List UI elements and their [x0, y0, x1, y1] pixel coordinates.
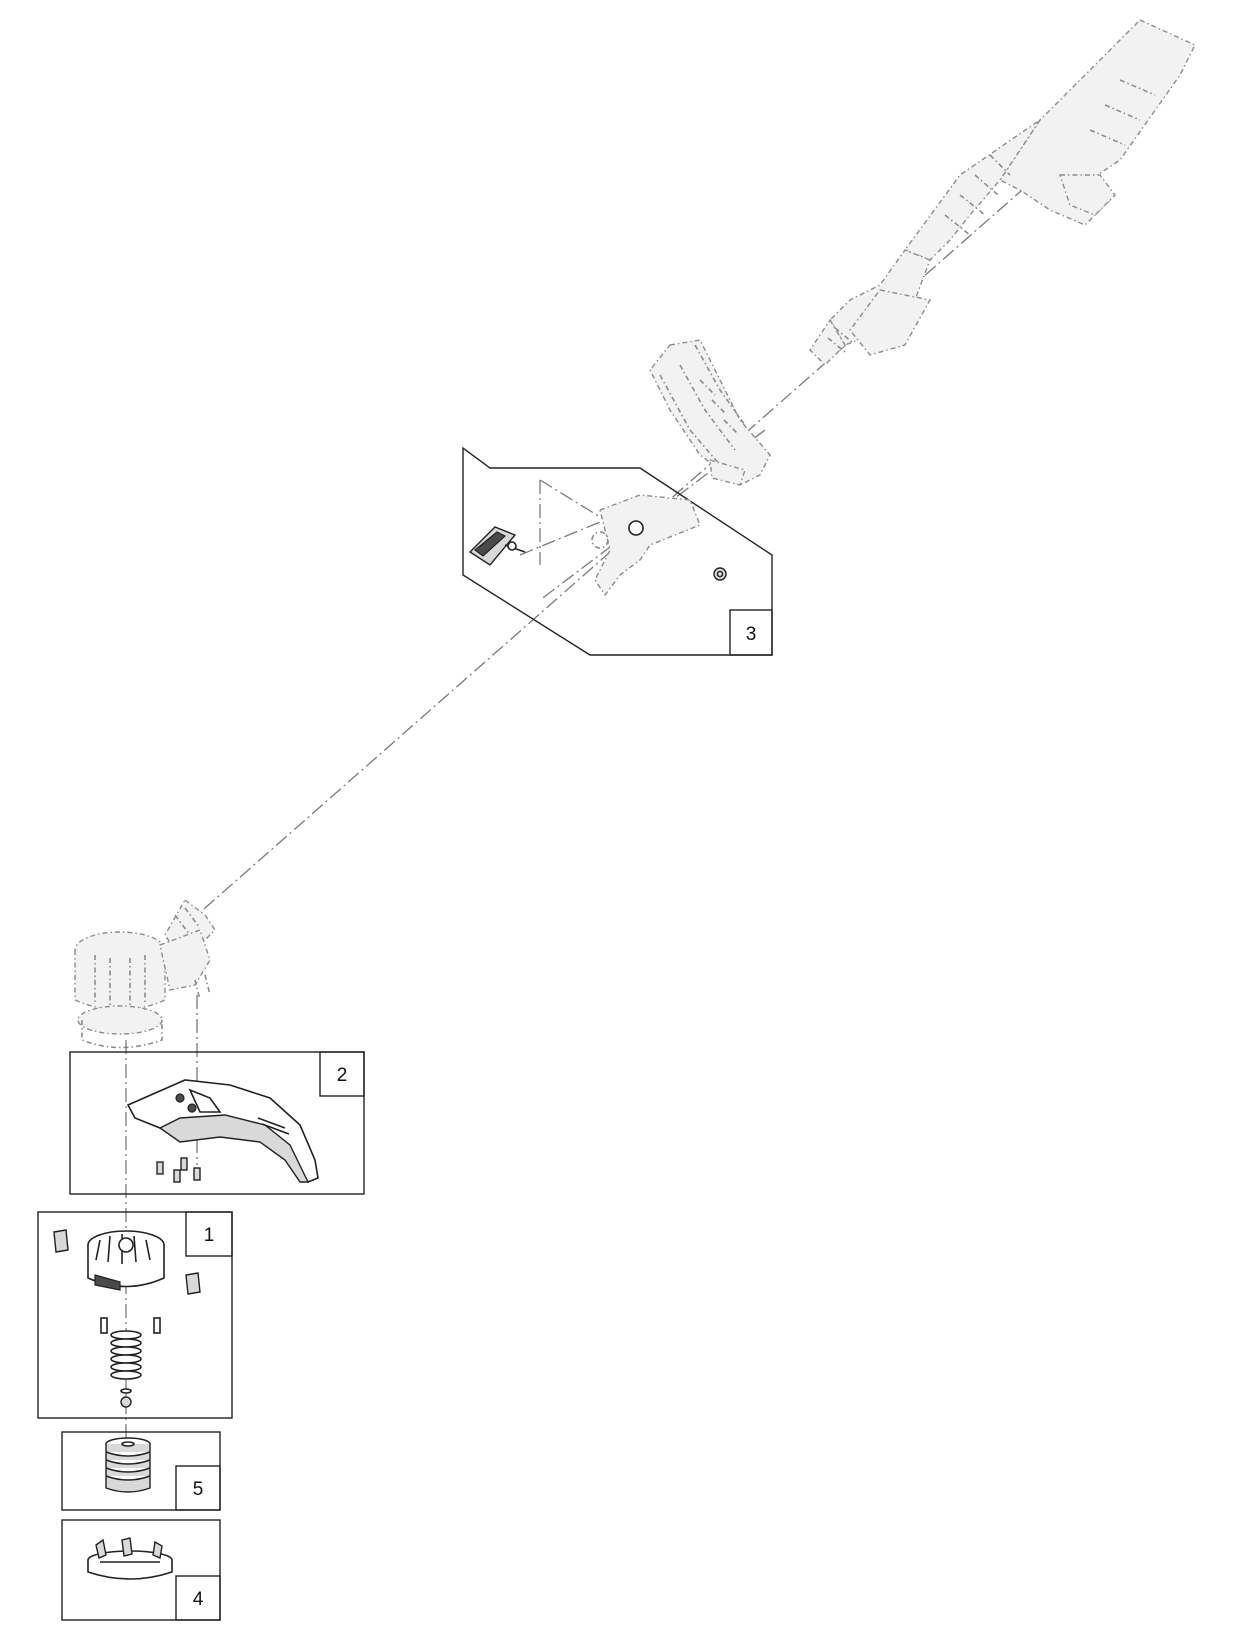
trigger-ghost [1059, 174, 1116, 216]
callout-2: 2 [337, 1065, 348, 1086]
motor-housing-ghost [74, 929, 211, 1049]
callout-4: 4 [193, 1589, 204, 1610]
grass-guard [126, 1079, 319, 1183]
shaft-centerline-lower [539, 429, 766, 601]
group-4-callout-box [175, 1575, 221, 1621]
spring [110, 1330, 142, 1380]
trimmer-spool [105, 1437, 151, 1493]
group-4-frame [61, 1519, 221, 1621]
eyelet-pins [100, 1317, 161, 1334]
group-2-callout-box [319, 1051, 365, 1097]
group-2-frame [69, 1051, 365, 1195]
washer-and-nut [120, 1388, 132, 1408]
group-5-callout-box [175, 1465, 221, 1511]
rear-handle-ghost [809, 19, 1196, 366]
group-3-callout-box [729, 609, 773, 656]
callout-3: 3 [746, 624, 757, 645]
callout-5: 5 [193, 1479, 204, 1500]
assist-handle-ghost [649, 339, 771, 486]
spool-housing [87, 1230, 165, 1291]
group-1-frame [37, 1211, 233, 1419]
housing-clips [53, 1229, 201, 1295]
group-1-callout-box [185, 1211, 233, 1257]
handle-bracket-group-3 [519, 479, 701, 597]
spool-cover [87, 1537, 173, 1580]
group-3-frame [462, 446, 773, 656]
hex-nut [713, 567, 727, 581]
knob-bolt [468, 526, 526, 566]
callout-1: 1 [204, 1225, 215, 1246]
shaft-centerline [179, 59, 1171, 931]
guard-screws [156, 1157, 201, 1183]
